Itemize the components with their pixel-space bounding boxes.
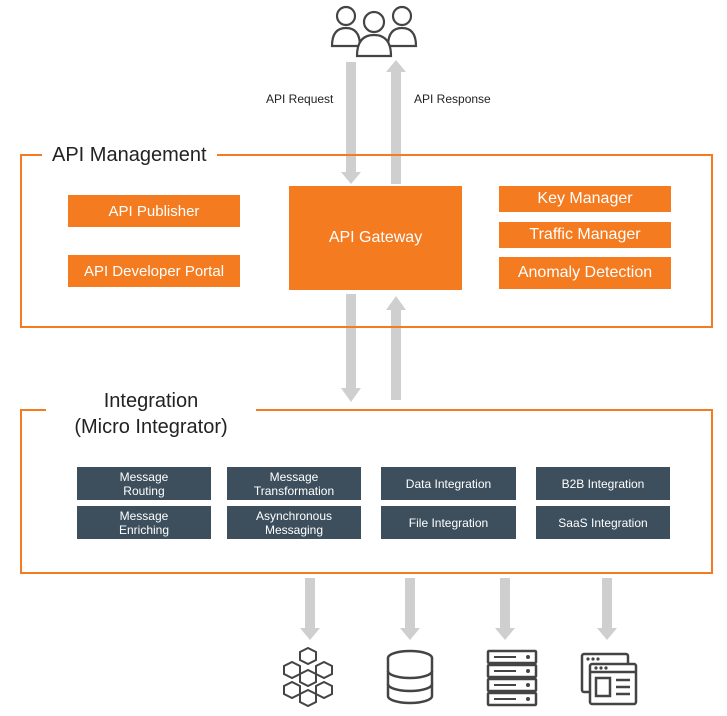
- message-enriching-box: Message Enriching: [77, 506, 211, 539]
- file-integration-box: File Integration: [381, 506, 516, 539]
- api-management-panel: [20, 154, 713, 328]
- api-gateway-box: API Gateway: [289, 186, 462, 290]
- data-integration-box: Data Integration: [381, 467, 516, 500]
- database-icon: [384, 648, 436, 708]
- integration-panel: [20, 409, 713, 574]
- integration-title-line2: (Micro Integrator): [74, 416, 228, 438]
- cubes-network-icon: [276, 644, 340, 708]
- integration-title-line1: Integration: [103, 390, 199, 412]
- server-rack-icon: [484, 648, 540, 710]
- b2b-integration-box: B2B Integration: [536, 467, 670, 500]
- api-request-label: API Request: [266, 92, 334, 106]
- integration-title: Integration (Micro Integrator): [46, 388, 256, 440]
- users-group-icon: [330, 2, 418, 58]
- api-management-title: API Management: [42, 143, 217, 167]
- anomaly-detection-box: Anomaly Detection: [499, 257, 671, 289]
- api-response-label: API Response: [414, 92, 491, 106]
- message-transformation-box: Message Transformation: [227, 467, 361, 500]
- message-routing-box: Message Routing: [77, 467, 211, 500]
- key-manager-box: Key Manager: [499, 186, 671, 212]
- asynchronous-messaging-box: Asynchronous Messaging: [227, 506, 361, 539]
- api-developer-portal-box: API Developer Portal: [68, 255, 240, 287]
- saas-integration-box: SaaS Integration: [536, 506, 670, 539]
- web-app-icon: [578, 650, 640, 710]
- api-publisher-box: API Publisher: [68, 195, 240, 227]
- traffic-manager-box: Traffic Manager: [499, 222, 671, 248]
